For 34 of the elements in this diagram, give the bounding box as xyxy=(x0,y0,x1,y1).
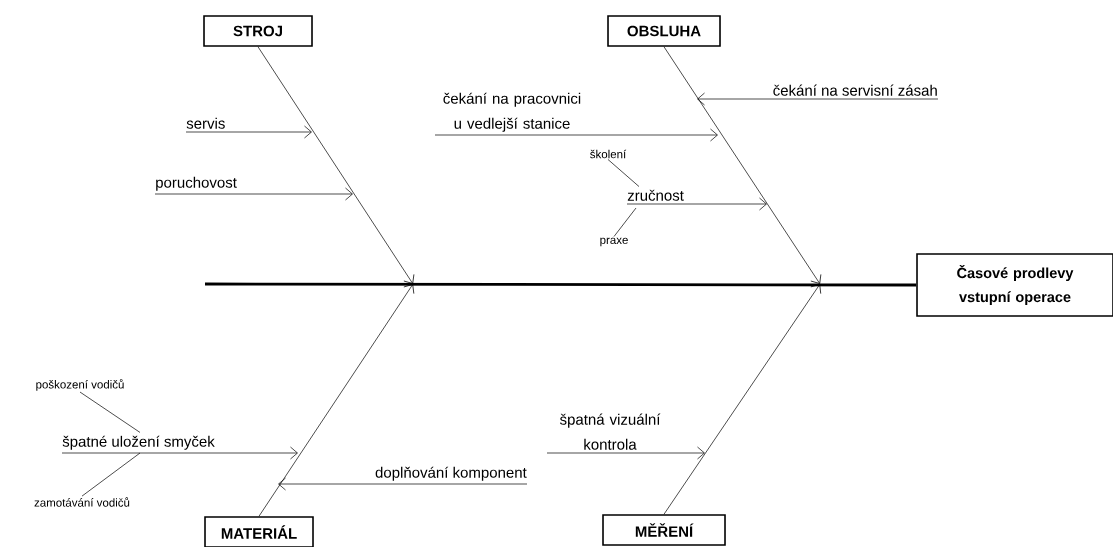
subcause-label: praxe xyxy=(600,237,628,247)
spine-line xyxy=(205,282,917,287)
arrow xyxy=(697,92,939,106)
branch-line xyxy=(81,452,141,497)
cause-label: servis xyxy=(186,117,225,129)
arrow xyxy=(434,128,718,142)
arrow xyxy=(61,446,298,460)
subcause-label: poškození vodičů xyxy=(36,379,124,391)
category-box: STROJ xyxy=(203,15,313,47)
cause-label: zručnost xyxy=(627,189,684,201)
arrow xyxy=(185,125,312,139)
subcause-label: školení xyxy=(590,149,627,159)
category-box: MATERIÁL xyxy=(204,516,314,547)
category-box: OBSLUHA xyxy=(607,15,721,47)
branch-line xyxy=(607,159,640,187)
arrow xyxy=(626,197,767,211)
arrow xyxy=(154,187,353,201)
arrow xyxy=(257,46,415,284)
arrow xyxy=(663,46,822,284)
cause-label: poruchovost xyxy=(156,176,237,191)
cause-label: čekání na servisní zásah xyxy=(773,84,937,96)
cause-label: špatná vizuální kontrola xyxy=(560,413,661,450)
cause-label: špatné uložení smyček xyxy=(62,435,215,450)
arrow xyxy=(278,477,528,491)
effect-box: Časové prodlevy vstupní operace xyxy=(916,253,1113,317)
cause-label: doplňování komponent xyxy=(375,466,527,481)
category-box: MĚŘENÍ xyxy=(602,514,726,546)
subcause-label: zamotávání vodičů xyxy=(34,497,130,507)
arrow xyxy=(546,446,705,460)
branch-line xyxy=(613,207,637,237)
branch-line xyxy=(79,391,141,433)
cause-label: čekání na pracovnici u vedlejší stanice xyxy=(443,92,581,132)
arrow xyxy=(663,284,822,515)
arrow xyxy=(258,284,415,517)
